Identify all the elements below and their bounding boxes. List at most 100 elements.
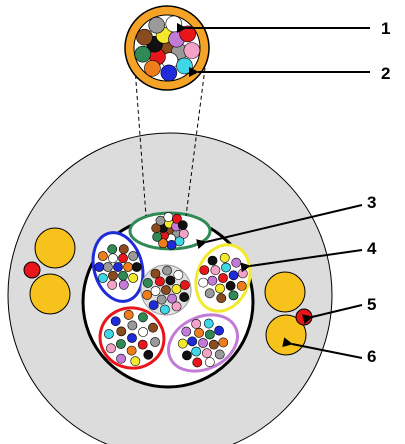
fiber (181, 326, 192, 337)
yellow-tube (194, 243, 252, 313)
fiber (123, 309, 134, 320)
fiber (128, 251, 139, 261)
fiber (198, 338, 208, 348)
fiber (203, 318, 214, 329)
fiber (107, 244, 118, 255)
fiber (215, 283, 225, 294)
fiber (171, 301, 182, 312)
fiber (207, 255, 218, 266)
fiber (160, 64, 178, 82)
fiber (136, 28, 153, 46)
fiber (204, 329, 215, 340)
left-strength-members (23, 227, 76, 315)
fiber (127, 320, 138, 331)
fiber-bundles (91, 211, 252, 373)
callout-arrows (177, 23, 370, 359)
fiber (216, 293, 227, 304)
fiber (127, 333, 137, 343)
fiber (199, 265, 210, 276)
fiber (110, 316, 121, 327)
fiber (167, 293, 177, 304)
fiber (210, 265, 221, 276)
fiber (103, 262, 113, 272)
fiber (150, 337, 160, 347)
fiber (118, 253, 128, 264)
fiber (171, 284, 182, 294)
fiber (173, 270, 184, 280)
fiber (116, 353, 126, 364)
fiber (204, 357, 215, 368)
fiber (214, 325, 224, 336)
fiber (192, 357, 203, 368)
fiber (97, 273, 108, 283)
fiber (118, 244, 129, 255)
ripcord (295, 308, 313, 326)
fiber (165, 275, 176, 286)
fiber (179, 280, 190, 290)
fiber (130, 356, 141, 367)
fiber (191, 346, 202, 357)
fiber (123, 262, 133, 272)
strength-member (264, 271, 306, 313)
arrow-3 (196, 204, 363, 249)
fiber (231, 257, 242, 268)
fiber (118, 270, 128, 281)
fiber (131, 262, 142, 272)
fiber (237, 268, 248, 279)
fiber (228, 290, 239, 301)
fiber (97, 251, 108, 261)
fiber (214, 349, 225, 360)
arrow-6 (282, 337, 363, 359)
fiber (118, 279, 129, 290)
fiber (198, 277, 209, 288)
center-tube (140, 264, 192, 316)
callout-label-6: 6 (367, 347, 376, 366)
zoom-line-right (185, 67, 206, 217)
fiber (128, 273, 139, 283)
fiber (191, 318, 202, 329)
callout-label-2: 2 (381, 64, 390, 83)
fiber (182, 350, 192, 361)
callout-label-3: 3 (367, 193, 376, 212)
detail-subunit (124, 5, 210, 91)
arrow-5 (302, 304, 363, 324)
fiber (221, 262, 231, 273)
fiber (148, 16, 166, 34)
fiber (142, 278, 153, 288)
fiber (108, 253, 118, 264)
arrow-4 (240, 249, 363, 273)
fiber (137, 339, 148, 350)
fiber (150, 286, 161, 296)
fiber (108, 270, 118, 281)
callout-label-5: 5 (367, 295, 376, 314)
fiber (177, 338, 188, 349)
fiber (194, 327, 204, 338)
fiber (151, 223, 162, 234)
fiber (159, 304, 170, 315)
fiber (162, 265, 173, 276)
fiber (150, 268, 161, 279)
fiber (148, 322, 158, 333)
fiber (172, 213, 182, 224)
fiber (218, 273, 228, 283)
green-tube (128, 211, 212, 251)
red-tube (98, 306, 166, 370)
callout-label-4: 4 (367, 239, 377, 258)
fiber (208, 339, 219, 350)
fiber (236, 280, 247, 291)
fiber (126, 345, 137, 356)
fiber (152, 231, 163, 242)
fiber (104, 329, 114, 339)
fiber (207, 275, 218, 286)
fiber (158, 238, 168, 249)
strength-member (34, 227, 76, 269)
fiber (107, 279, 118, 290)
fiber (161, 285, 171, 295)
fiber (183, 42, 201, 59)
fiber (106, 343, 116, 354)
detail-fibers (134, 15, 201, 82)
fiber (138, 327, 148, 337)
fiber (163, 212, 174, 222)
fiber (144, 59, 161, 77)
